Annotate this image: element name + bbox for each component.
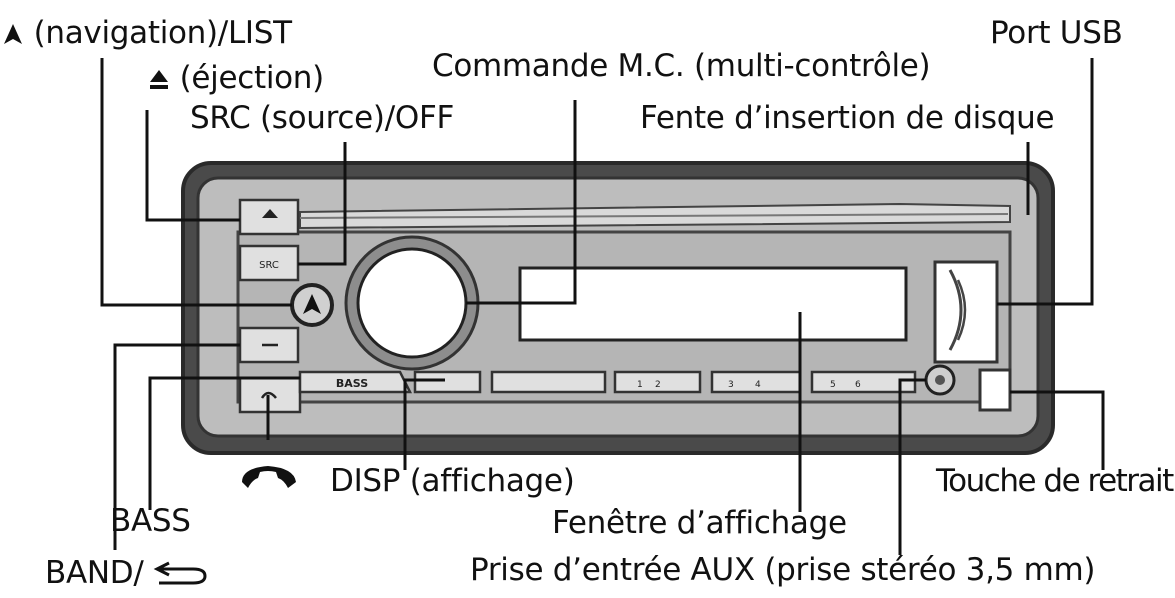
preset-2: 2: [655, 380, 661, 390]
leader-ejection: [145, 110, 240, 222]
label-retrait: Touche de retrait: [936, 463, 1174, 499]
label-usb: Port USB: [990, 15, 1123, 51]
preset-5: 5: [830, 380, 836, 390]
label-bass: BASS: [110, 503, 191, 539]
leader-usb: [997, 58, 1094, 306]
leader-lines: [100, 58, 1105, 555]
phone-handset-icon: [242, 466, 296, 488]
leader-bass: [148, 376, 300, 510]
preset-1: 1: [637, 380, 643, 390]
bass-key-text: BASS: [336, 377, 368, 390]
preset-3: 3: [728, 380, 734, 390]
label-mc: Commande M.C. (multi-contrôle): [432, 48, 931, 84]
preset-6: 6: [855, 380, 861, 390]
label-src: SRC (source)/OFF: [190, 100, 455, 136]
bottom-button-row: [298, 370, 917, 394]
label-disp: DISP (affichage): [330, 463, 575, 499]
mc-knob: [356, 247, 468, 359]
leader-src: [298, 142, 347, 266]
leader-mc: [466, 100, 577, 305]
label-fenetre: Fenêtre d’affichage: [552, 505, 847, 541]
src-key-text: SRC: [259, 260, 279, 271]
leader-band: [113, 343, 240, 550]
label-band: BAND/: [45, 555, 209, 591]
label-navigation: (navigation)/LIST: [2, 15, 292, 51]
label-slot: Fente d’insertion de disque: [640, 100, 1055, 136]
up-arrow-icon: [4, 24, 22, 44]
display-window: [518, 266, 908, 342]
label-ejection: (éjection): [148, 60, 324, 96]
eject-icon: [150, 70, 168, 89]
leader-aux: [898, 378, 926, 555]
label-aux: Prise d’entrée AUX (prise stéréo 3,5 mm): [470, 552, 1096, 588]
return-arrow-icon: [153, 561, 207, 585]
preset-4: 4: [755, 380, 761, 390]
leader-disp: [403, 378, 445, 470]
leader-navigation: [100, 58, 292, 307]
leader-retrait: [1010, 390, 1105, 470]
src-key: [238, 244, 300, 282]
left-button-column: [238, 198, 302, 414]
phone-key: [238, 376, 302, 414]
release-key: [978, 368, 1012, 412]
